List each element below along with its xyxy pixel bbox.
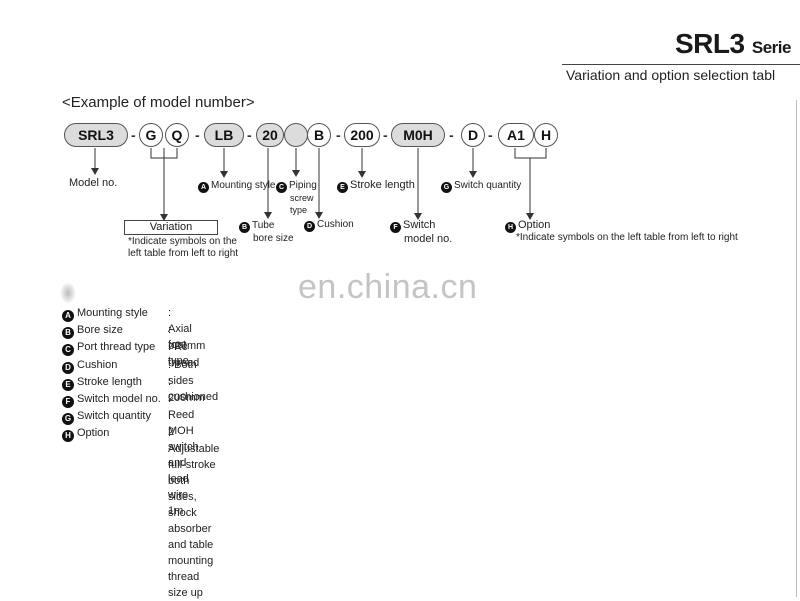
legend-value: : Both sides cushioned — [168, 358, 219, 403]
legend-badge-icon: H — [62, 430, 74, 443]
switch-quantity-text: Switch quantity — [454, 180, 522, 191]
series-title: SRL3 Serie — [675, 28, 791, 60]
cushion-text: Cushion — [317, 219, 354, 230]
variation-symbol-q: Q — [165, 123, 189, 147]
series-code: SRL3 — [675, 28, 745, 59]
legend-badge-icon: D — [62, 361, 74, 374]
dash-separator: - — [247, 127, 252, 143]
badge-b-icon: B — [239, 222, 250, 233]
option-text: Option — [518, 219, 551, 231]
legend-key-text: Port thread type — [77, 341, 156, 354]
legend-value: : Adjustable full-stroke both sides, sho… — [168, 427, 220, 600]
piping-screw-line2: screw — [290, 193, 314, 203]
header-divider — [562, 64, 800, 65]
badge-f-icon: F — [390, 222, 401, 233]
option-note: *Indicate symbols on the left table from… — [516, 232, 738, 243]
piping-screw-line3: type — [290, 205, 308, 215]
badge-c-icon: C — [276, 182, 287, 193]
legend-value: : Rc thread — [168, 341, 200, 370]
dash-separator: - — [336, 127, 341, 143]
legend-badge-icon: G — [62, 413, 74, 426]
option-code-h: H — [534, 123, 558, 147]
model-code-srl3: SRL3 — [64, 123, 128, 147]
dash-separator: - — [195, 127, 200, 143]
cushion-code-b: B — [307, 123, 331, 147]
switch-code-m0h: M0H — [391, 123, 445, 147]
badge-e-icon: E — [337, 182, 348, 193]
dash-separator: - — [131, 127, 136, 143]
variation-symbol-g: G — [139, 123, 163, 147]
variation-note-line1: *Indicate symbols on the — [128, 236, 237, 247]
legend-badge-icon: A — [62, 310, 74, 322]
series-suffix: Serie — [751, 38, 792, 57]
page-edge-line — [796, 100, 797, 597]
stroke-length-text: Stroke length — [350, 179, 415, 191]
legend-badge-icon: B — [62, 327, 74, 340]
watermark: en.china.cn — [298, 268, 478, 306]
stroke-code-200: 200 — [344, 123, 380, 147]
legend-badge-icon: E — [62, 378, 74, 391]
badge-d-icon: D — [304, 221, 315, 232]
legend-key-text: Bore size — [77, 324, 123, 337]
page-subtitle: Variation and option selection tabl — [566, 67, 776, 83]
tube-bore-label-line2: bore size — [253, 233, 294, 244]
piping-text: Piping — [289, 180, 317, 191]
piping-thread-blank — [284, 123, 308, 147]
option-code-a1: A1 — [498, 123, 534, 147]
legend-key-text: Switch quantity — [77, 410, 151, 423]
legend-badge-icon: C — [62, 344, 74, 357]
dash-separator: - — [449, 127, 454, 143]
badge-h-icon: H — [505, 222, 516, 233]
legend-value: : ø20mm — [168, 324, 206, 353]
legend-value: : 200mm — [168, 375, 205, 404]
dash-separator: - — [383, 127, 388, 143]
example-heading: <Example of model number> — [62, 94, 255, 111]
legend-key-text: Option — [77, 427, 110, 440]
variation-box: Variation — [124, 220, 218, 235]
legend-key-text: Switch model no. — [77, 393, 161, 405]
mounting-code-lb: LB — [204, 123, 244, 147]
model-no-label: Model no. — [69, 177, 118, 189]
scan-smudge — [60, 282, 76, 304]
legend-value: : 2 — [168, 410, 175, 439]
dash-separator: - — [488, 127, 493, 143]
switch-model-label-line2: model no. — [404, 233, 453, 245]
legend-badge-icon: F — [62, 396, 74, 408]
mounting-style-text: Mounting style — [211, 180, 276, 191]
legend-key-text: Stroke length — [77, 375, 142, 388]
badge-a-icon: A — [198, 182, 209, 193]
variation-note-line2: left table from left to right — [128, 248, 239, 259]
tube-text: Tube — [252, 220, 275, 231]
legend-key-text: Cushion — [77, 358, 118, 371]
bore-code-20: 20 — [256, 123, 284, 147]
legend-value: : Reed MOH switch and lead wire 1m — [168, 393, 199, 517]
legend-key-text: Mounting style — [77, 307, 148, 319]
quantity-code-d: D — [461, 123, 485, 147]
legend-value: : Axial foot type — [168, 307, 192, 367]
badge-g-icon: G — [441, 182, 452, 193]
switch-text: Switch — [403, 219, 436, 231]
